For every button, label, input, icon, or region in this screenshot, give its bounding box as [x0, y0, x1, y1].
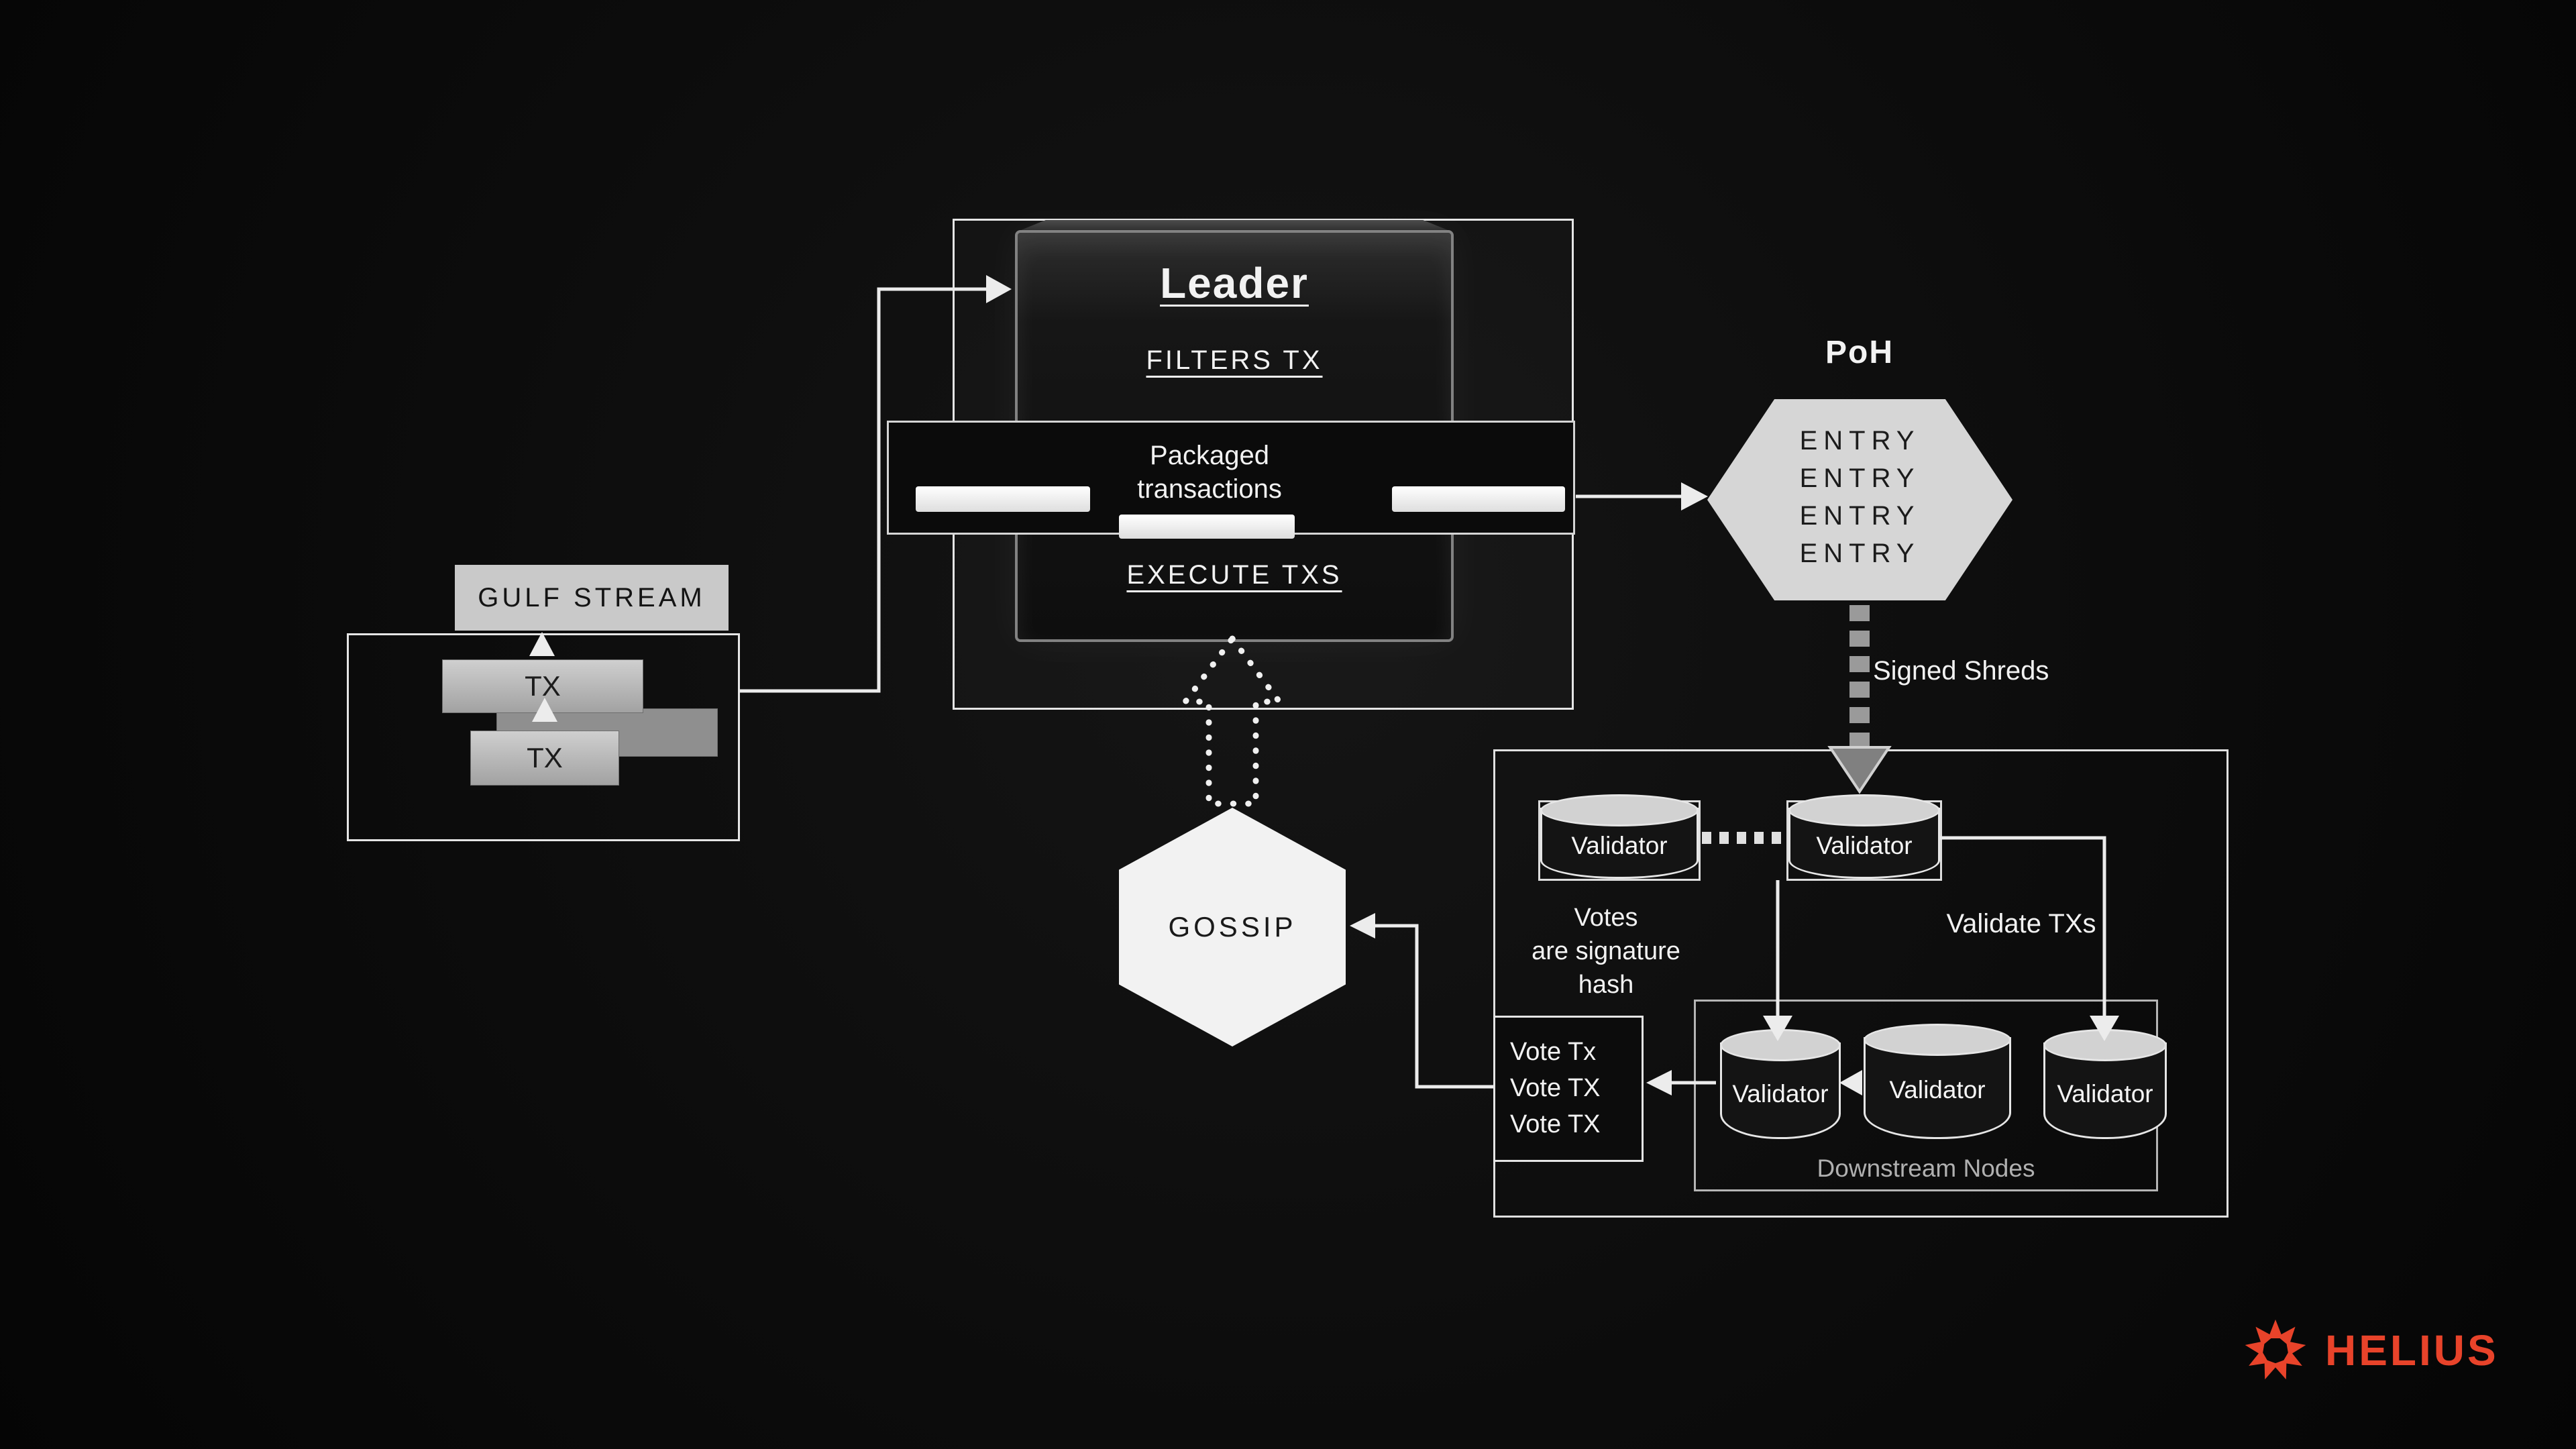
- signed-shreds-label: Signed Shreds: [1873, 656, 2049, 686]
- gulf-stream-label: GULF STREAM: [455, 565, 729, 631]
- validator-node-top-1: Validator: [1538, 794, 1701, 881]
- cylinder-top: [1788, 794, 1940, 826]
- poh-entry: ENTRY: [1799, 539, 1921, 568]
- packaged-transactions-label: Packaged transactions: [1102, 439, 1317, 506]
- poh-entry: ENTRY: [1799, 426, 1921, 455]
- leader-box-top-face: [1019, 220, 1450, 231]
- cylinder-body: [1864, 1037, 2011, 1139]
- packaged-transactions-band: Packaged transactions: [887, 421, 1575, 539]
- cylinder-top: [1864, 1024, 2011, 1056]
- arrow-leader-to-poh: [1576, 482, 1708, 511]
- transaction-bar-left: [916, 486, 1090, 512]
- leader-filters-tx-label: FILTERS TX: [1146, 345, 1323, 375]
- poh-entry: ENTRY: [1799, 501, 1921, 531]
- poh-entries: ENTRY ENTRY ENTRY ENTRY: [1707, 422, 2012, 572]
- helius-logo: HELIUS: [2241, 1311, 2522, 1389]
- votes-note-line: are signature: [1532, 937, 1680, 965]
- validator-label: Validator: [1571, 832, 1668, 859]
- gulf-stream-box: TX TX: [347, 633, 740, 841]
- poh-hexagon: ENTRY ENTRY ENTRY ENTRY: [1707, 399, 2012, 600]
- cylinder-top: [2043, 1029, 2167, 1061]
- validators-box: Validator Validator Votes are signature …: [1493, 749, 2229, 1218]
- helius-logo-icon: [2245, 1320, 2306, 1380]
- cylinder-top: [1720, 1029, 1841, 1061]
- transaction-bar-right: [1392, 486, 1565, 512]
- tx-bar-1: TX: [442, 659, 643, 713]
- votes-note-line: hash: [1578, 971, 1634, 999]
- gossip-hexagon: GOSSIP: [1119, 808, 1346, 1046]
- downstream-validator-3: Validator: [2043, 1029, 2167, 1139]
- votes-note-line: Votes: [1574, 904, 1638, 932]
- leader-title: Leader: [1160, 259, 1309, 307]
- validator-node-top-2: Validator: [1786, 794, 1942, 881]
- tx-bar-2: TX: [470, 731, 619, 786]
- downstream-nodes-label: Downstream Nodes: [1817, 1155, 2035, 1182]
- vote-line: Vote TX: [1510, 1110, 1601, 1138]
- vote-box: Vote Tx Vote TX Vote TX: [1493, 1016, 1644, 1162]
- votes-note: Votes are signature hash: [1515, 901, 1697, 1002]
- validator-label: Validator: [1732, 1080, 1829, 1108]
- validator-label: Validator: [1816, 832, 1913, 859]
- packaged-line-2: transactions: [1137, 474, 1282, 504]
- arrow-votebox-to-gossip: [1350, 913, 1493, 1089]
- packaged-line-1: Packaged: [1150, 441, 1269, 470]
- cylinder-top: [1540, 794, 1699, 826]
- vote-line: Vote TX: [1510, 1074, 1601, 1102]
- vote-line: Vote Tx: [1510, 1038, 1597, 1066]
- downstream-nodes-box: Validator Validator Validator Downstream…: [1694, 1000, 2167, 1191]
- poh-entry: ENTRY: [1799, 464, 1921, 493]
- helius-wordmark: HELIUS: [2325, 1326, 2499, 1375]
- leader-execute-txs-label: EXECUTE TXS: [1126, 560, 1342, 590]
- validator-label: Validator: [1889, 1076, 1986, 1104]
- poh-title: PoH: [1825, 335, 1894, 370]
- transaction-bar-middle: [1119, 515, 1295, 539]
- validator-label: Validator: [2057, 1080, 2153, 1108]
- downstream-validator-2: Validator: [1864, 1024, 2011, 1139]
- downstream-validator-1: Validator: [1720, 1029, 1841, 1139]
- validate-txs-label: Validate TXs: [1946, 909, 2096, 938]
- gossip-label: GOSSIP: [1168, 911, 1297, 943]
